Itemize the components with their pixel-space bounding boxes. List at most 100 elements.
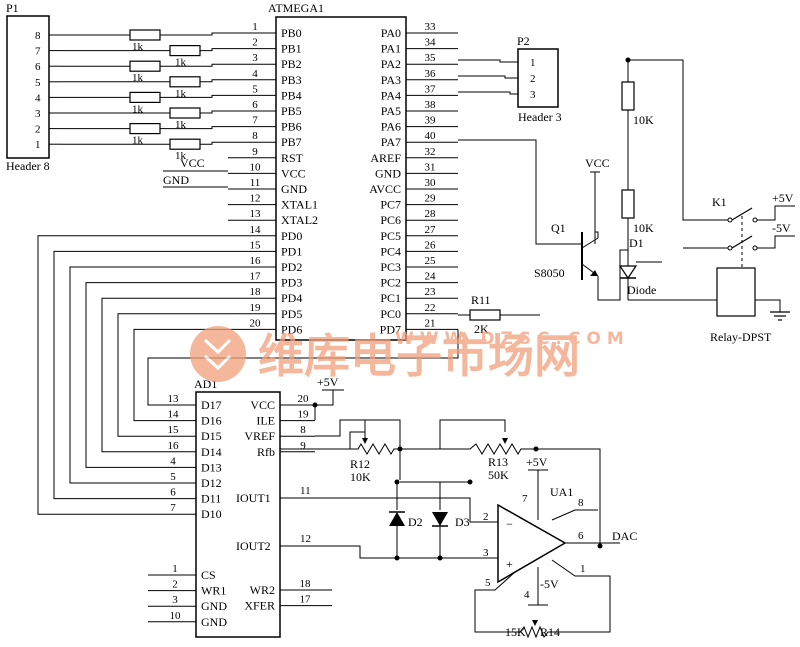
p1-pin-6: 6 xyxy=(35,61,41,73)
mcu-pin-num: 31 xyxy=(425,161,436,173)
mcu-pin-pb5: PB5 xyxy=(281,104,302,118)
dac-pin-cs: CS xyxy=(201,568,216,582)
mcu-pin-xtal1: XTAL1 xyxy=(281,198,318,212)
mcu-pin-num: 15 xyxy=(250,239,262,251)
p1-ref: P1 xyxy=(6,1,19,15)
mcu-pin-pa1: PA1 xyxy=(381,42,401,56)
dac-pin-wr2: WR2 xyxy=(250,583,275,597)
r11-body xyxy=(469,309,501,321)
p1-pin-7: 7 xyxy=(35,46,41,58)
mcu-pin-num: 40 xyxy=(425,130,437,142)
mcu-pin-pa6: PA6 xyxy=(381,120,401,134)
resistor-1k xyxy=(169,44,201,57)
resistor-1k-label: 1k xyxy=(175,88,187,100)
p2-pin-2: 2 xyxy=(530,73,536,85)
relay-driver: 10K 10K VCC Q1 S8050 D1 Diode xyxy=(458,57,795,344)
watermark-cn: 维库电子市场网 xyxy=(258,329,580,383)
mcu-pin-xtal2: XTAL2 xyxy=(281,213,318,227)
d1-ref: D1 xyxy=(629,236,644,250)
wire-res-mcu xyxy=(200,110,228,114)
mcu-pin-pd0: PD0 xyxy=(281,229,302,243)
dac-pin-num: 18 xyxy=(300,578,312,590)
mcu-pin-num: 34 xyxy=(425,37,437,49)
p1-body xyxy=(6,15,50,159)
mcu-pin-pb0: PB0 xyxy=(281,26,302,40)
p2-pin-3: 3 xyxy=(530,89,536,101)
mcu-pin-num: 35 xyxy=(425,52,437,64)
resistor-1k xyxy=(129,60,161,72)
mcu-pin-pb4: PB4 xyxy=(281,88,302,102)
opamp-pin6: 6 xyxy=(578,530,584,542)
resistor-1k xyxy=(129,91,161,104)
dac-pin-num: 4 xyxy=(170,455,176,467)
dac-pin-num: 13 xyxy=(168,393,180,405)
mcu-ref: ATMEGA1 xyxy=(268,1,324,15)
opamp-vplus: +5V xyxy=(526,455,548,469)
mcu-pin-aref: AREF xyxy=(370,151,401,165)
wire-pa2-p2 xyxy=(458,59,518,63)
mcu-pin-num: 30 xyxy=(425,177,437,189)
r13-body xyxy=(440,443,536,455)
dac-plus5: +5V xyxy=(317,375,339,389)
mcu-pin-num: 23 xyxy=(425,286,437,298)
r13-ref: R13 xyxy=(488,455,508,469)
r12-ref: R12 xyxy=(350,457,370,471)
mcu-pin-pd3: PD3 xyxy=(281,276,302,290)
bus-wire-pd7 xyxy=(147,329,459,406)
resistor-1k-label: 1k xyxy=(175,57,187,69)
mcu-pin-num: 10 xyxy=(250,161,262,173)
mcu-pin-num: 38 xyxy=(425,99,437,111)
mcu-pin-num: 18 xyxy=(250,286,262,298)
p2-type: Header 3 xyxy=(518,110,562,124)
mcu-pin-num: 37 xyxy=(425,83,437,95)
p2-header: P2 1 2 3 Header 3 xyxy=(458,34,562,124)
mcu-pin-num: 25 xyxy=(425,255,437,267)
opamp-vminus: -5V xyxy=(540,577,559,591)
opamp-pin5: 5 xyxy=(485,577,491,589)
k1-minus5: -5V xyxy=(772,221,791,235)
opamp-body xyxy=(497,503,567,584)
mcu-pin-pc5: PC5 xyxy=(380,229,401,243)
opamp-pin4: 4 xyxy=(524,589,530,601)
resistor-10k-mid xyxy=(621,189,635,219)
p2-ref: P2 xyxy=(517,34,530,48)
resistor-1k-label: 1k xyxy=(175,119,187,131)
dac-pin-num: 19 xyxy=(298,409,310,421)
mcu-pin-num: 28 xyxy=(425,208,437,220)
r11-ref: R11 xyxy=(471,293,491,307)
mcu-pin-num: 3 xyxy=(252,52,258,64)
resistor-1k xyxy=(129,29,161,41)
dac-pin-num: 1 xyxy=(172,563,178,575)
dac-pin-d13: D13 xyxy=(201,460,222,474)
mcu-pin-num: 26 xyxy=(425,239,437,251)
mcu-pin-num: 36 xyxy=(425,68,437,80)
mcu-pin-num: 20 xyxy=(250,317,262,329)
r-top-value: 10K xyxy=(633,113,654,127)
mcu-pin-pb6: PB6 xyxy=(281,120,302,134)
mcu-pin-num: 8 xyxy=(252,130,258,142)
dac-pin-ile: ILE xyxy=(256,414,275,428)
opamp-minus-sign: − xyxy=(506,517,513,531)
dac-pin-num: 8 xyxy=(300,424,306,436)
p1-pin-3: 3 xyxy=(35,108,41,120)
mcu-pin-vcc: VCC xyxy=(281,166,306,180)
mcu-pin-num: 4 xyxy=(252,68,258,80)
mcu-pin-num: 12 xyxy=(250,193,261,205)
dac-pin-num: 2 xyxy=(172,579,178,591)
dac-pin-d15: D15 xyxy=(201,429,222,443)
mcu-pin-num: 19 xyxy=(250,302,262,314)
dac-pin-num: 10 xyxy=(170,610,182,622)
wire-res-mcu xyxy=(160,63,228,67)
mcu-pin-pd2: PD2 xyxy=(281,260,302,274)
mcu-body xyxy=(275,16,407,341)
dac-pin-xfer: XFER xyxy=(244,599,275,613)
wire-feedback xyxy=(536,448,601,546)
mcu-pin-pa5: PA5 xyxy=(381,104,401,118)
dac-pin-wr1: WR1 xyxy=(201,584,226,598)
dac-pin-rfb: Rfb xyxy=(257,445,275,459)
mcu-pin-pc3: PC3 xyxy=(380,260,401,274)
